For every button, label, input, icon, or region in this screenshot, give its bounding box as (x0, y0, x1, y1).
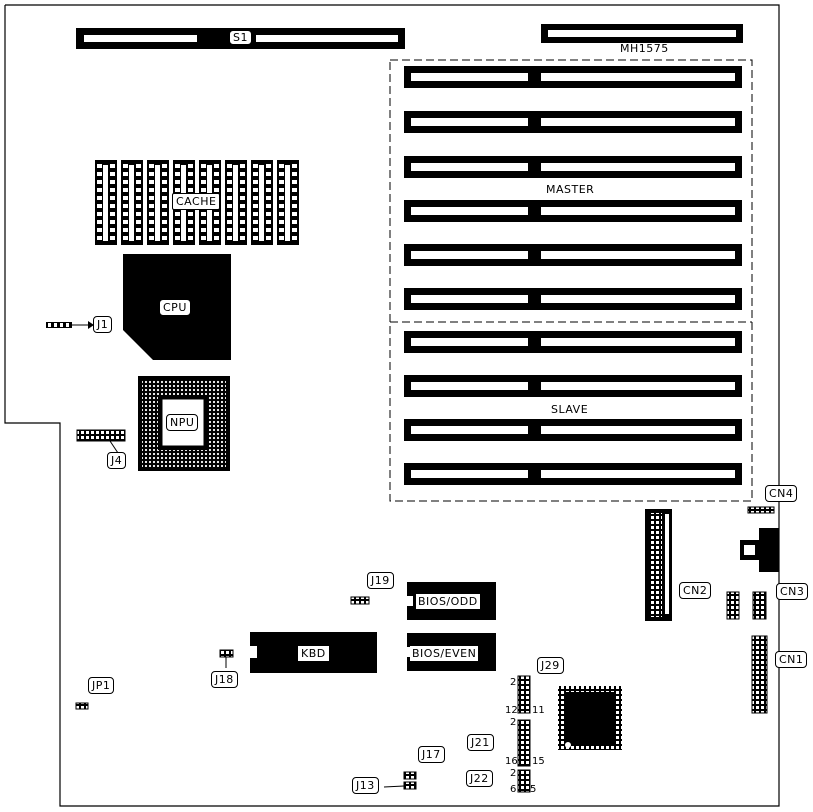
label-cn1: CN1 (775, 651, 808, 668)
connector-cn2-pins (726, 591, 740, 620)
jumper-j17-pins (403, 771, 417, 780)
connector-cn4-pins (747, 506, 775, 514)
j29-pin-bottom-right: 11 (532, 705, 545, 716)
simm-slot (404, 331, 742, 353)
header-j21-pins (517, 719, 531, 767)
header-j22-pins (517, 769, 531, 793)
board-outline (4, 4, 780, 807)
j21-pin-bottom-right: 15 (532, 756, 545, 767)
label-j4: J4 (107, 452, 127, 469)
connector-cn3-pins (752, 591, 767, 620)
power-connector (645, 509, 672, 621)
cache-chip (225, 160, 247, 245)
j29-pin-bottom-left: 12 (505, 705, 518, 716)
label-s1: S1 (229, 30, 252, 45)
label-slave: SLAVE (549, 403, 591, 416)
label-j22: J22 (466, 770, 493, 787)
j22-pin-bottom-right: 5 (530, 784, 537, 795)
simm-slot (404, 200, 742, 222)
memory-area (389, 59, 753, 502)
label-bios-odd: BIOS/ODD (416, 594, 480, 609)
label-j21: J21 (467, 734, 494, 751)
label-j1: J1 (93, 316, 113, 333)
cache-chip (95, 160, 117, 245)
j29-pin-top: 2 (510, 677, 517, 688)
label-cache: CACHE (172, 193, 221, 210)
simm-slot (404, 463, 742, 485)
simm-slot (404, 111, 742, 133)
header-j4-pins (76, 429, 126, 454)
simm-slot (404, 66, 742, 88)
header-j29-pins (517, 675, 531, 714)
jumper-j19-pins (350, 596, 370, 605)
j21-pin-bottom-left: 16 (505, 756, 518, 767)
simm-slot (404, 375, 742, 397)
simm-slots (404, 66, 742, 485)
cache-chip (277, 160, 299, 245)
label-jp1: JP1 (88, 677, 115, 694)
connector-cn1-pins (751, 635, 768, 714)
label-cn4: CN4 (765, 485, 798, 502)
jumper-j1-pins (46, 321, 94, 329)
cache-chip (147, 160, 169, 245)
jumper-j18-pins (219, 649, 234, 658)
cache-chip (251, 160, 273, 245)
label-j29: J29 (537, 657, 564, 674)
label-npu: NPU (166, 414, 199, 431)
j22-pin-bottom-left: 6 (510, 784, 517, 795)
simm-slot (404, 244, 742, 266)
simm-slot (404, 288, 742, 310)
label-j13: J13 (352, 777, 379, 794)
j21-pin-top: 2 (510, 717, 517, 728)
j22-pin-top: 2 (510, 768, 517, 779)
cache-chip (121, 160, 143, 245)
label-j18: J18 (211, 671, 238, 688)
jumper-jp1-pins (75, 702, 89, 710)
label-bios-even: BIOS/EVEN (410, 646, 479, 661)
label-mh1575: MH1575 (620, 42, 669, 55)
label-j17: J17 (418, 746, 445, 763)
jumper-j13-pins (403, 781, 417, 790)
label-cn2: CN2 (679, 582, 712, 599)
label-j19: J19 (367, 572, 394, 589)
label-cpu: CPU (159, 299, 191, 316)
simm-slot (404, 419, 742, 441)
label-master: MASTER (544, 183, 597, 196)
cache-chips (95, 160, 299, 245)
serial-connector (740, 528, 779, 572)
simm-slot (404, 156, 742, 178)
label-cn3: CN3 (776, 583, 809, 600)
label-kbd: KBD (298, 646, 329, 661)
slot-mh1575 (541, 24, 743, 43)
plcc-chip (558, 686, 622, 750)
